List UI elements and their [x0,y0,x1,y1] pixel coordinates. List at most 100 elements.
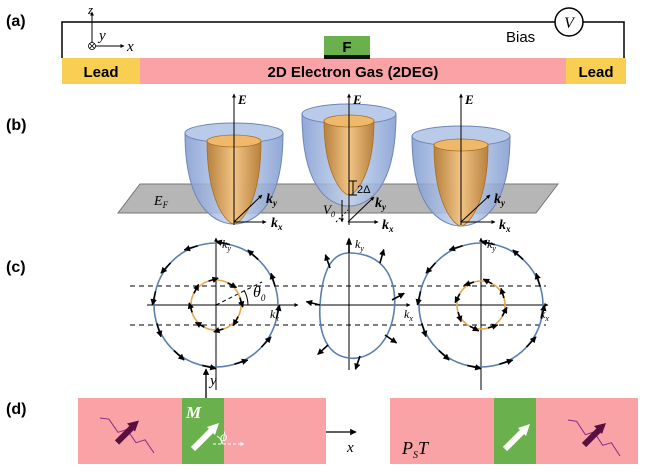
contour-right-outer [415,239,547,371]
spin-arrow [213,327,224,334]
spin-arrow [194,321,205,328]
spin-arrow [501,306,508,317]
lead-right-label: Lead [578,64,613,81]
electron-left [99,417,155,454]
electron-spin-head [127,420,139,432]
spin-arrow [512,249,524,261]
magnetization-label: M [185,403,202,422]
lead-left-label: Lead [83,64,118,81]
offset-label: V0 [323,202,335,219]
spin-arrow [379,248,386,264]
theta-line [215,281,263,306]
channel-label: 2D Electron Gas (2DEG) [268,64,439,81]
spin-arrow [183,245,198,252]
panel-label-c: (c) [6,259,26,276]
axis-y-label: y [97,28,106,44]
panel-label-a: (a) [6,13,26,30]
lead-right [566,58,626,84]
axis-z-label: z [87,2,93,17]
magnetization-arrow-left [190,426,216,452]
panel-label-b: (b) [6,117,26,134]
contour-ring-center [319,252,396,360]
spin-arrow [215,239,230,246]
electron-spin [114,423,137,445]
magnetization-arrow-right [502,427,527,452]
spin-arrow [487,323,499,330]
contour-ring-right-inner [456,280,506,330]
spin-arrow [415,291,422,306]
panel-label-d: (d) [6,401,26,418]
spin-arrow [469,325,480,332]
voltmeter-label: V [564,15,576,32]
k-axes-left [233,194,267,224]
spin-arrow [454,293,461,304]
contour-left-inner [187,276,245,334]
ferromagnet-strip [324,36,370,56]
spin-arrow [467,364,482,371]
spin-arrow [448,245,463,252]
ky-label-left: ky [266,192,278,208]
2deg-channel [140,58,566,84]
spin-arrow [193,283,200,294]
spin-arrow [534,272,541,287]
spin-arrow [540,304,547,319]
ky-label-right: ky [494,192,506,208]
energy-label-left: E [237,92,247,107]
spin-arrow [247,249,259,261]
ferromagnet-right [494,398,536,464]
spin-arrow [275,304,282,319]
spin-arrow [499,287,506,299]
energy-label-center: E [352,92,362,107]
spin-arrow [202,364,217,371]
bias-label: Bias [506,29,535,46]
ferromagnet-contact [324,55,370,59]
spin-arrow [160,262,172,274]
kx-label-c-center: kx [404,307,413,323]
phi-label: ϕ [220,430,227,445]
spin-arrow [232,316,239,327]
spin-arrow [208,276,219,283]
electron-wavepackets [99,417,621,457]
spin-arrow [260,336,272,348]
x-label-d: x [346,440,354,456]
symmetry-label: PST [401,438,430,461]
ferromagnet-label: F [342,39,351,56]
ferromagnet-left [182,398,224,464]
contour-left-outer [150,239,282,371]
spin-arrow [234,358,249,365]
spin-arrow [456,311,463,323]
contour-right-inner [454,278,508,332]
spin-arrow [173,349,185,361]
spin-arrow [421,323,428,338]
kx-label-right: kx [499,218,511,234]
lead-left [62,58,140,84]
spin-arrow [187,302,194,313]
spin-arrow [227,282,238,289]
spin-arrow [384,334,398,344]
electron-right [567,419,621,457]
spin-arrow [150,291,157,306]
spin-arrow [317,344,329,356]
spin-arrow [324,254,331,269]
spin-arrow [463,280,475,287]
spin-arrow [480,239,495,246]
y-label-d: y [208,373,217,389]
k-axes-right [460,194,496,224]
kx-label-left: kx [271,216,283,232]
gap-label: 2Δ [357,184,371,196]
electron-spin-head [594,423,606,434]
kx-label-center: kx [382,218,394,234]
spin-arrow [269,272,276,287]
ky-label-center: ky [375,196,387,212]
spin-arrow [391,292,405,301]
spin-arrow [305,299,321,307]
fermi-contours [150,238,547,371]
theta-label: θ0 [253,284,266,303]
spin-arrow [482,278,493,285]
bias-wire [61,21,625,58]
fermi-label: EF [153,194,169,210]
energy-label-right: E [464,92,474,107]
ky-label-c-center: ky [355,237,364,253]
spin-arrow [156,323,163,338]
